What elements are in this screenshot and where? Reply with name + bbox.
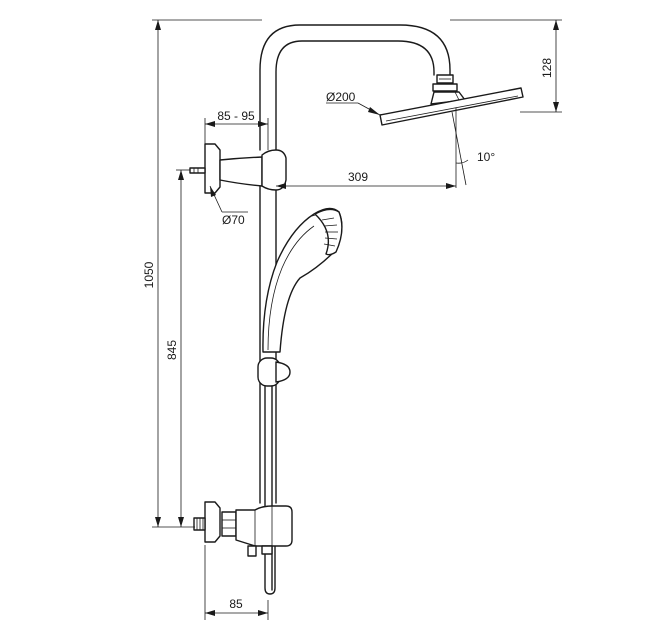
dimension-bracket-diameter: Ø70: [209, 185, 248, 227]
dimension-arm-reach: 309: [276, 170, 456, 189]
dim-arm-height-label: 128: [540, 58, 554, 78]
dimension-inlet-height: 845: [165, 169, 190, 527]
dim-tilt-angle-label: 10°: [477, 150, 495, 164]
dimension-tilt-angle: 10°: [451, 108, 495, 188]
dim-head-diameter-label: Ø200: [326, 90, 356, 104]
shower-hose: [264, 385, 276, 595]
dim-arm-reach-label: 309: [348, 170, 368, 184]
dimension-arm-height: 128: [450, 19, 562, 113]
dimension-mixer-offset: 85: [204, 545, 269, 620]
dim-bracket-diameter-label: Ø70: [222, 213, 245, 227]
dimension-total-height: 1050: [142, 19, 262, 528]
hand-shower: [262, 207, 343, 353]
dim-inlet-height-label: 845: [165, 340, 179, 360]
overhead-shower-head: [379, 74, 524, 126]
slider-holder: [257, 357, 291, 387]
dim-total-height-label: 1050: [142, 261, 156, 288]
thermostatic-mixer: [193, 501, 293, 557]
dim-bracket-offset-label: 85 - 95: [217, 109, 255, 123]
dimension-bracket-offset: 85 - 95: [204, 109, 269, 150]
dimension-head-diameter: Ø200: [326, 90, 381, 116]
wall-bracket: [189, 143, 287, 194]
dim-mixer-offset-label: 85: [229, 597, 243, 611]
